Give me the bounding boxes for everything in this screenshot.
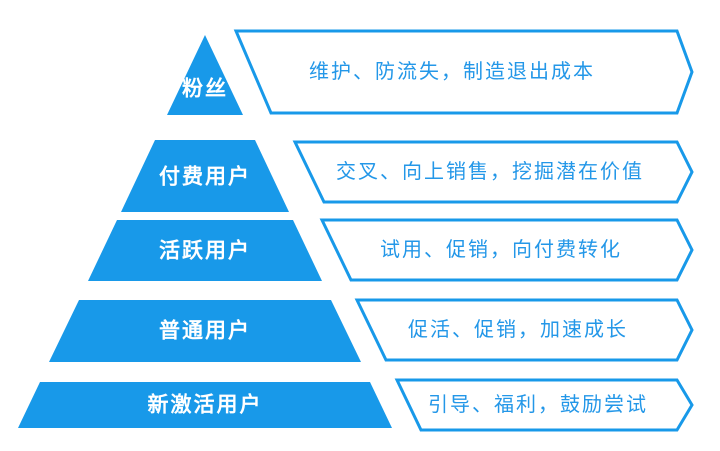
strategy-text-regular-users: 促活、促销，加速成长 [408,319,628,341]
strategy-banner-regular-users [354,298,694,362]
strategy-banner-paying-users [292,140,694,204]
strategy-text-active-users: 试用、促销，向付费转化 [380,239,622,261]
strategy-banner-fans [233,29,694,115]
pyramid-level-label-paying-users: 付费用户 [159,165,251,189]
pyramid-segment-regular-users [49,300,361,362]
pyramid-level-label-regular-users: 普通用户 [159,319,251,343]
strategy-text-paying-users: 交叉、向上销售，挖掘潜在价值 [336,161,644,183]
pyramid-segment-active-users [88,220,322,281]
pyramid-segment-paying-users [121,140,289,212]
pyramid-level-label-fans: 粉丝 [182,77,228,101]
strategy-text-fans: 维护、防流失，制造退出成本 [309,61,595,83]
pyramid-level-label-new-activated-users: 新激活用户 [147,393,263,417]
strategy-banner-new-activated-users [394,378,694,432]
strategy-banner-active-users [319,218,694,282]
strategy-text-new-activated-users: 引导、福利，鼓励尝试 [428,394,648,416]
pyramid-level-label-active-users: 活跃用户 [159,239,251,263]
pyramid-segment-fans [167,35,243,115]
pyramid-segment-new-activated-users [18,382,392,428]
